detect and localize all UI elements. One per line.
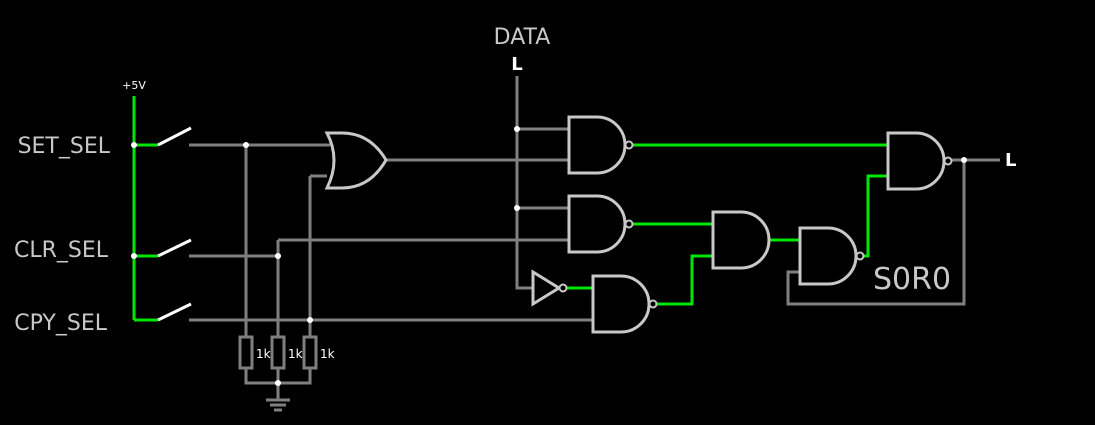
nand4-to-out-nand (864, 174, 888, 258)
block-name-label: S0R0 (873, 262, 951, 297)
set-sel-label: SET_SEL (18, 134, 111, 159)
junction-dot (275, 380, 281, 386)
junction-dot (131, 142, 137, 148)
nand-gate-4 (798, 226, 858, 286)
set-sel-switch[interactable] (157, 126, 192, 147)
nand-gate-2 (567, 194, 627, 254)
data-input-state[interactable]: L (511, 54, 522, 75)
junction-dot (131, 253, 137, 259)
junction-dot (307, 317, 313, 323)
nand-gate-3-bubble (648, 299, 658, 309)
active-wires (132, 96, 888, 322)
nand-gate-1 (567, 115, 627, 175)
feedback-loop (786, 160, 966, 306)
inactive-wires (189, 76, 1000, 412)
not-gate-bubble (558, 283, 568, 293)
clr-sel-label: CLR_SEL (14, 238, 109, 263)
ground-symbol (266, 398, 290, 412)
or-gate (324, 131, 388, 190)
not-gate (531, 269, 562, 307)
data-input-label: DATA (494, 25, 551, 50)
nand3-to-and (657, 254, 712, 306)
output-nand-gate (886, 131, 946, 191)
nand-gate-4-bubble (855, 251, 865, 261)
clr-sel-switch[interactable] (157, 238, 192, 258)
resistor-1-label: 1k (256, 347, 271, 361)
cpy-sel-switch[interactable] (157, 302, 192, 322)
junction-dot (243, 142, 249, 148)
output-nand-gate-bubble (943, 156, 953, 166)
cpy-sel-label: CPY_SEL (14, 311, 107, 336)
resistor-2-label: 1k (288, 347, 303, 361)
resistor-3-label: 1k (320, 347, 335, 361)
and-gate (711, 210, 771, 270)
output-state: L (1005, 150, 1016, 171)
nand-gate-1-bubble (624, 140, 634, 150)
junction-dot (514, 205, 520, 211)
nand-gate-2-bubble (624, 219, 634, 229)
nand-gate-3 (591, 274, 651, 334)
resistor-2 (270, 335, 286, 370)
resistor-1 (238, 335, 254, 370)
resistors: 1k 1k 1k (238, 335, 335, 370)
cpy-pulldown (308, 174, 327, 337)
junction-dot (961, 157, 967, 163)
junction-dot (275, 253, 281, 259)
switches[interactable] (157, 126, 192, 322)
resistor-3 (302, 335, 318, 370)
gates (324, 115, 953, 334)
supply-label: +5V (122, 79, 146, 92)
data-bus (515, 76, 533, 290)
junctions (131, 126, 967, 386)
junction-dot (514, 126, 520, 132)
